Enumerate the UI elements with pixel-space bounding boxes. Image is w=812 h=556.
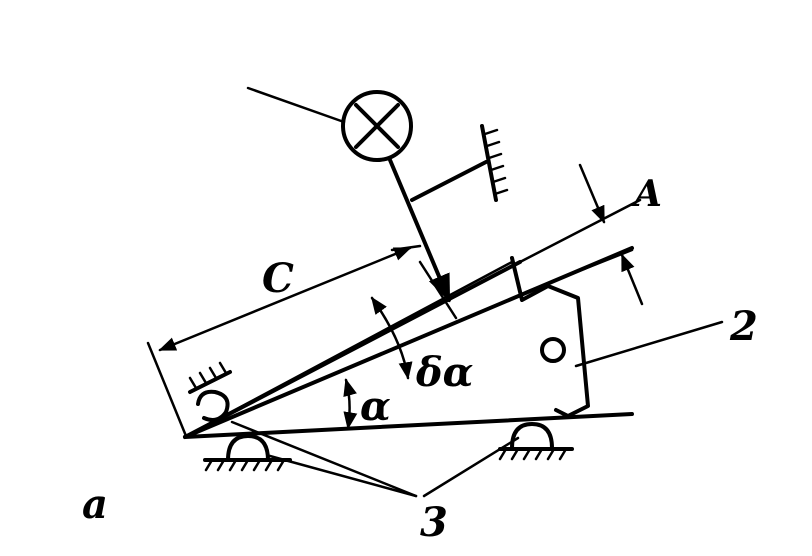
indicator-bracket-arm (410, 160, 488, 202)
dim-a-extension-2 (524, 248, 634, 294)
leader-3-b (268, 454, 418, 498)
indicator-stem (388, 158, 451, 303)
dim-a-arrow-1 (578, 163, 606, 224)
fixed-wall-hatch (483, 128, 509, 196)
dim-a-arrow-2 (620, 253, 644, 306)
indicator-tip (418, 260, 458, 320)
reference-line (188, 260, 514, 436)
roller-support-left (203, 434, 292, 472)
label-delta-alpha: δα (415, 349, 473, 396)
left-pivot-support (188, 361, 232, 422)
label-a: A (631, 173, 662, 215)
dial-indicator-icon (341, 90, 413, 162)
alpha-arc (343, 378, 358, 430)
label-supports-3: 3 (420, 499, 448, 546)
dim-a-extension-1 (518, 198, 642, 264)
label-c: C (262, 255, 294, 302)
leader-2 (574, 320, 724, 368)
base-plate-line (183, 412, 634, 439)
part-2-block (510, 256, 590, 418)
roller-support-right (498, 422, 574, 461)
block-pivot-hole (540, 337, 566, 363)
dial-needle-2 (354, 103, 400, 149)
label-alpha: α (360, 383, 391, 430)
label-figure-a: a (82, 481, 108, 528)
delta-arc (370, 296, 413, 380)
leader-3-c (422, 436, 520, 498)
dim-c-line (158, 246, 412, 352)
indicator-cable (246, 86, 346, 124)
fixed-wall (480, 124, 498, 202)
leader-3-a (230, 420, 418, 498)
label-part-2: 2 (729, 303, 758, 350)
dim-c-extension-left (146, 341, 188, 438)
